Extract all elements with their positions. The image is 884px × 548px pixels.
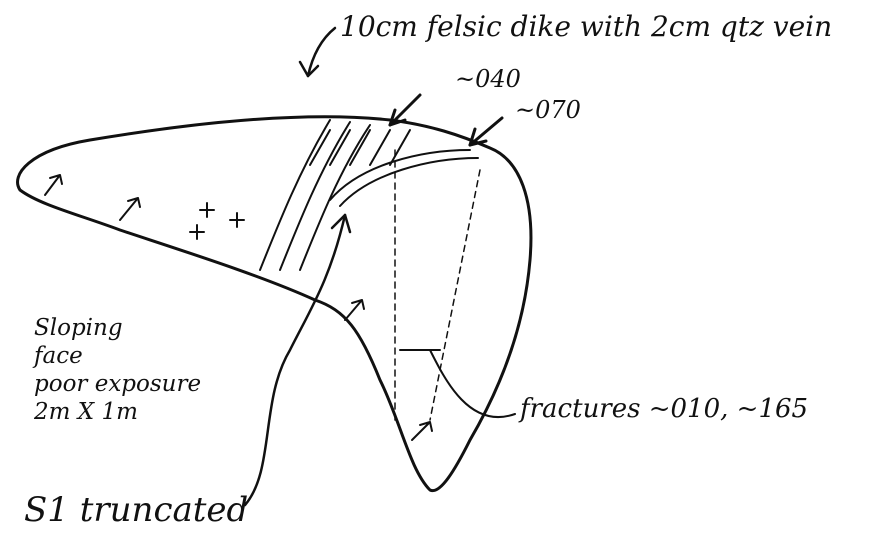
arrow-top-label — [300, 28, 335, 76]
arrow-s1 — [245, 215, 350, 505]
sloping-line-1: Sloping — [34, 314, 201, 342]
fractures-label: fractures ~010, ~165 — [520, 394, 808, 424]
dike-label: 10cm felsic dike with 2cm qtz vein — [340, 10, 832, 43]
sloping-face-label: Sloping face poor exposure 2m X 1m — [34, 314, 201, 426]
sloping-line-2: face — [34, 342, 201, 370]
angle-070-label: ~070 — [515, 96, 581, 124]
arrow-070 — [470, 118, 502, 145]
arrow-040 — [390, 95, 420, 125]
foliation-hatching — [310, 130, 410, 165]
angle-040-label: ~040 — [455, 65, 521, 93]
sloping-line-4: 2m X 1m — [34, 398, 201, 426]
quartz-vein — [330, 150, 478, 206]
felsic-crosses — [190, 203, 244, 239]
sloping-line-3: poor exposure — [34, 370, 201, 398]
fracture-lines — [395, 150, 480, 420]
dike — [260, 120, 370, 270]
s1-truncated-label: S1 truncated — [24, 490, 248, 530]
